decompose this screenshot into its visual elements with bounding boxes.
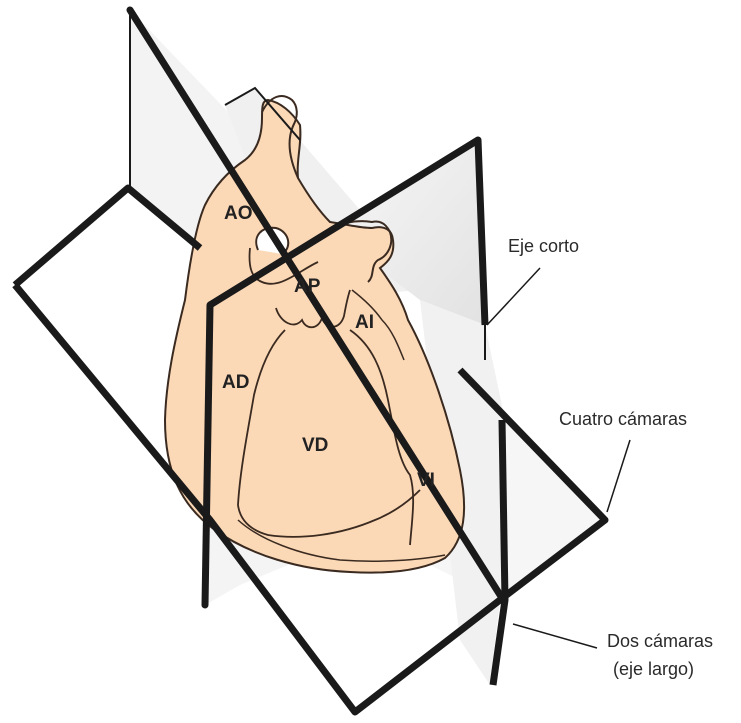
four-chamber-plane-outline-lower [12, 282, 609, 716]
short-axis-plane-outline [208, 136, 489, 326]
short-axis-plane-left-edge [201, 301, 214, 609]
left-atrium-groove [351, 289, 405, 361]
aortic-arch [261, 95, 299, 179]
label-ao: AO [224, 203, 253, 224]
label-vi: VI [417, 470, 435, 491]
callout-two-chamber-line1: Dos cámaras [607, 631, 713, 651]
label-ad: AD [222, 372, 249, 393]
vertical-plane-diagonal-edge [126, 6, 506, 602]
apex-contour [237, 519, 446, 562]
aorta-contour [248, 247, 319, 285]
callout-short-axis: Eje corto [508, 236, 579, 256]
right-vertical-thin-edge-2 [459, 369, 506, 421]
callout-four-chamber: Cuatro cámaras [559, 409, 687, 429]
right-vertical-plane-edge [489, 419, 509, 686]
callout-two-chamber-line2: (eje largo) [613, 659, 694, 679]
four-chamber-plane-outline [12, 184, 203, 288]
leader-four-chamber [606, 439, 631, 513]
label-vd: VD [302, 435, 328, 456]
label-ap: AP [294, 276, 321, 297]
right-atrium-groove [237, 329, 421, 538]
leader-two-chamber [512, 623, 598, 649]
interventricular-sulcus [349, 329, 415, 546]
short-axis-plane-back [330, 140, 485, 325]
leader-short-axis [486, 267, 541, 326]
upper-plane-edge [224, 86, 301, 141]
label-ai: AI [355, 312, 374, 333]
pulmonary-artery [329, 220, 393, 283]
